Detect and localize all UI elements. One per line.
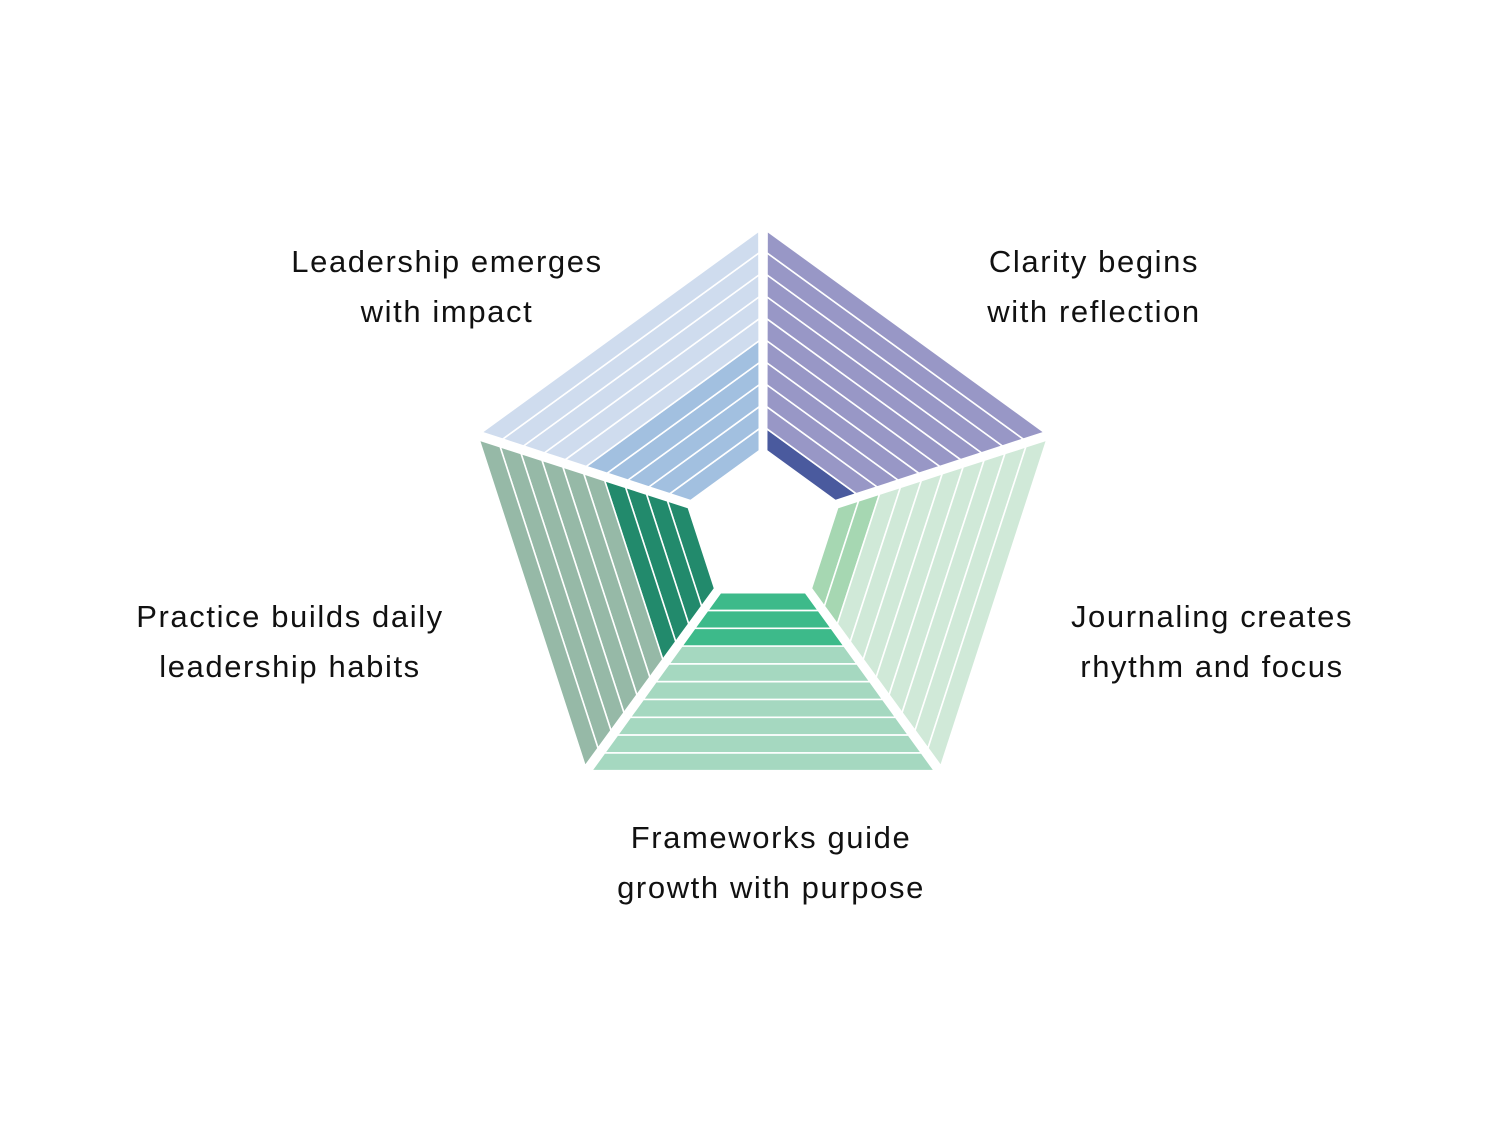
label-practice: Practice builds daily leadership habits [136,592,444,692]
segment-clarity [765,230,1046,502]
label-journaling-line2: rhythm and focus [1080,649,1344,684]
segment-practice [478,439,716,767]
segments-layer [478,230,1048,772]
stripe-frameworks [655,663,871,683]
label-clarity: Clarity begins with reflection [987,237,1201,337]
label-clarity-line1: Clarity begins [988,244,1200,279]
filled-stripe-frameworks [693,609,833,630]
label-leadership-line2: with impact [360,294,534,329]
label-frameworks: Frameworks guide growth with purpose [617,813,925,913]
label-practice-line2: leadership habits [159,649,421,684]
segment-leadership [480,230,761,502]
filled-stripe-frameworks [706,591,820,612]
label-journaling: Journaling creates rhythm and focus [1071,592,1353,692]
label-frameworks-line1: Frameworks guide [630,820,912,855]
label-clarity-line2: with reflection [987,294,1201,329]
stripe-frameworks [668,645,858,665]
stripe-frameworks [629,698,897,719]
stripe-frameworks [642,680,884,701]
stripe-frameworks [616,716,910,736]
label-journaling-line1: Journaling creates [1070,599,1354,634]
stripe-practice [478,439,599,767]
segment-journaling [810,439,1048,767]
stripe-clarity [766,230,1046,440]
segment-frameworks [590,591,936,772]
label-leadership: Leadership emerges with impact [291,237,602,337]
label-practice-line1: Practice builds daily [136,599,444,634]
stripe-journaling [927,439,1048,767]
stripe-frameworks [590,752,936,772]
label-frameworks-line2: growth with purpose [617,870,925,905]
filled-stripe-frameworks [681,627,845,647]
stripe-frameworks [603,734,923,754]
stripe-leadership [480,230,760,440]
label-leadership-line1: Leadership emerges [291,244,603,279]
